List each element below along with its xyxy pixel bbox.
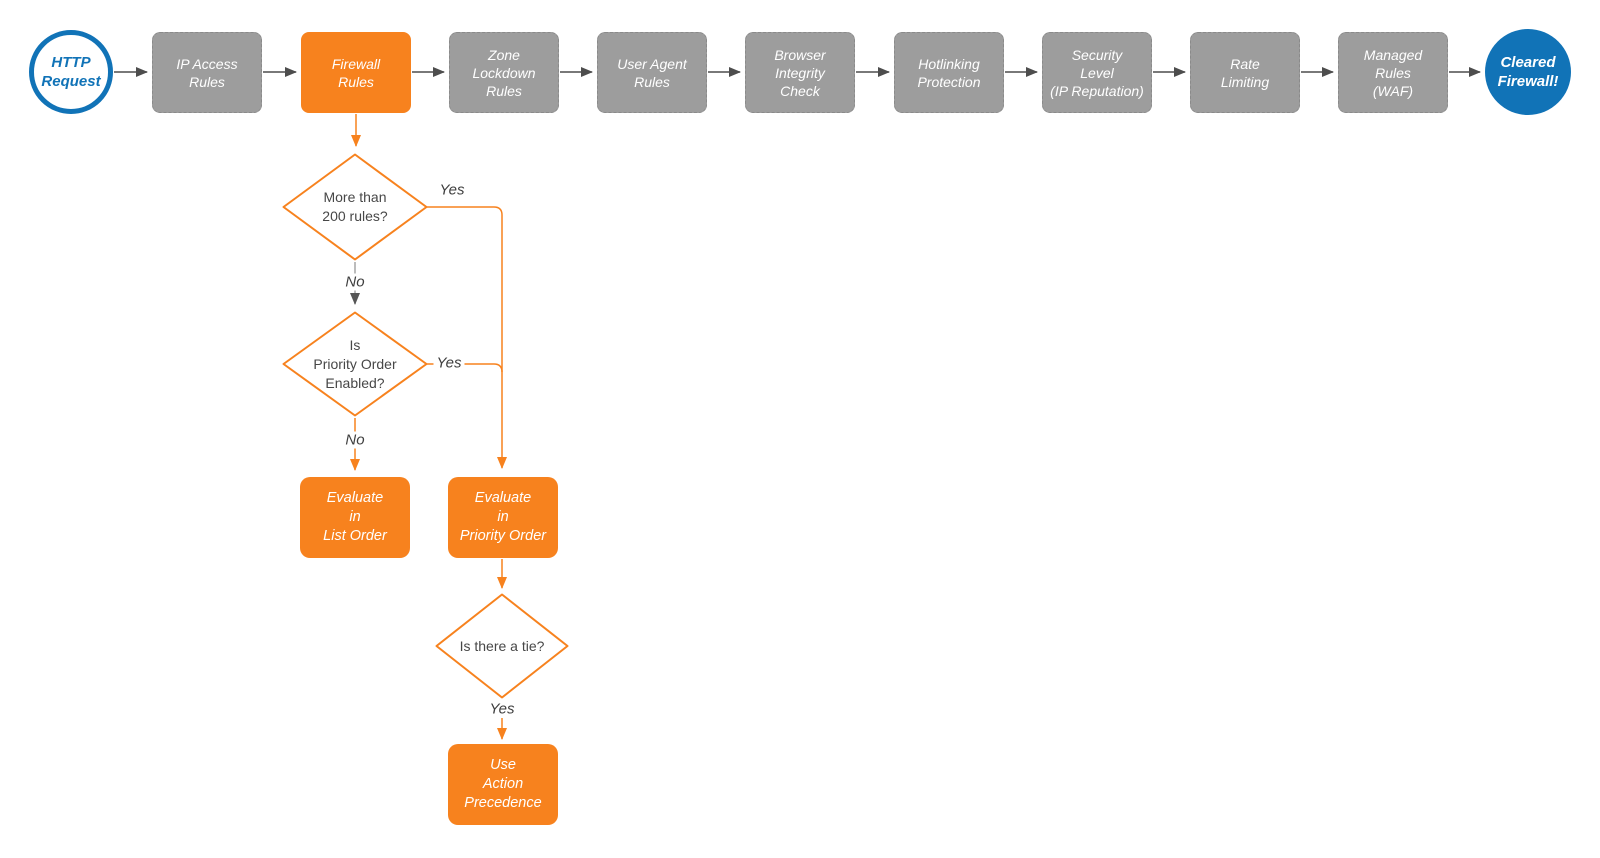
action-label: Evaluate in List Order: [323, 490, 387, 544]
label-d2-no: No: [342, 431, 368, 449]
label-d1-no: No: [342, 273, 368, 291]
node-user-agent-rules: User Agent Rules: [597, 32, 707, 113]
stage-label: User Agent Rules: [617, 55, 687, 90]
label-d1-yes: Yes: [436, 181, 468, 199]
node-cleared-firewall: Cleared Firewall!: [1485, 29, 1571, 115]
decision-label: More than 200 rules?: [322, 189, 388, 224]
stage-label: Rate Limiting: [1220, 55, 1270, 90]
action-label: Evaluate in Priority Order: [459, 490, 547, 544]
stage-label: Managed Rules (WAF): [1363, 46, 1423, 99]
diamond-shape: [282, 311, 428, 417]
node-evaluate-in-priority-order: Evaluate in Priority Order: [448, 477, 558, 558]
diamond-shape: [282, 153, 428, 261]
node-hotlinking-protection: Hotlinking Protection: [894, 32, 1004, 113]
node-security-level: Security Level (IP Reputation): [1042, 32, 1152, 113]
stage-label: Zone Lockdown Rules: [472, 46, 536, 99]
node-zone-lockdown-rules: Zone Lockdown Rules: [449, 32, 559, 113]
node-http-request-label: HTTP Request: [41, 54, 101, 90]
node-cleared-firewall-label: Cleared Firewall!: [1497, 54, 1559, 90]
node-ip-access-rules: IP Access Rules: [152, 32, 262, 113]
node-browser-integrity-check: Browser Integrity Check: [745, 32, 855, 113]
action-label: Use Action Precedence: [464, 757, 542, 811]
decision-label: Is there a tie?: [459, 637, 545, 654]
edge-d2-yes: [427, 363, 503, 373]
node-evaluate-in-list-order: Evaluate in List Order: [300, 477, 410, 558]
label-d3-yes: Yes: [486, 700, 518, 718]
stage-label: Browser Integrity Check: [774, 46, 826, 99]
decision-is-there-a-tie: Is there a tie?: [435, 593, 569, 699]
edge-d1-yes: [427, 206, 507, 469]
node-managed-rules-waf: Managed Rules (WAF): [1338, 32, 1448, 113]
stage-label: Security Level (IP Reputation): [1050, 46, 1144, 99]
stage-label: IP Access Rules: [176, 55, 238, 90]
node-rate-limiting: Rate Limiting: [1190, 32, 1300, 113]
node-use-action-precedence: Use Action Precedence: [448, 744, 558, 825]
decision-priority-order-enabled: Is Priority Order Enabled?: [282, 311, 428, 417]
node-http-request: HTTP Request: [29, 30, 113, 114]
node-firewall-rules: Firewall Rules: [301, 32, 411, 113]
decision-label: Is Priority Order Enabled?: [313, 336, 397, 391]
diamond-shape: [435, 593, 569, 699]
stage-label: Firewall Rules: [331, 55, 381, 90]
decision-more-than-200-rules: More than 200 rules?: [282, 153, 428, 261]
label-d2-yes: Yes: [433, 354, 465, 372]
stage-label: Hotlinking Protection: [917, 55, 981, 90]
